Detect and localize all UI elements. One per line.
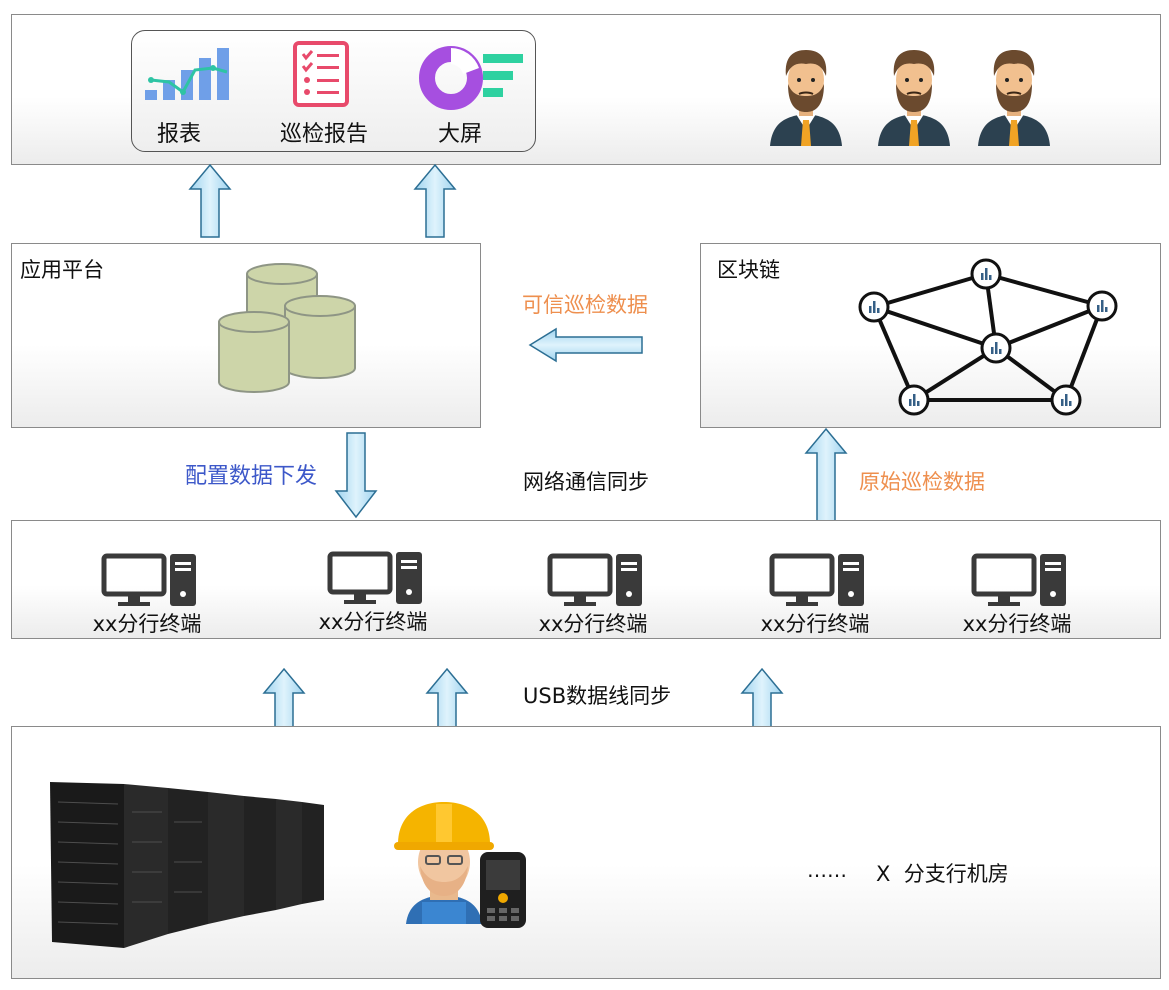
branch-terminal[interactable]: xx分行终端 — [72, 548, 222, 648]
terminal-label: xx分行终端 — [962, 612, 1072, 636]
app-platform-title: 应用平台 — [20, 258, 104, 282]
up-arrow-to-report — [188, 163, 232, 239]
terminal-label: xx分行终端 — [318, 610, 428, 634]
usb-sync-label: USB数据线同步 — [523, 684, 672, 708]
terminal-label: xx分行终端 — [538, 612, 648, 636]
trusted-inspection-data-label: 可信巡检数据 — [522, 293, 648, 317]
up-arrow-raw-data — [804, 427, 848, 522]
manager-avatar-icon — [768, 46, 844, 146]
blockchain-network-icon — [852, 255, 1122, 425]
tool-label-inspection-report[interactable]: 巡检报告 — [280, 122, 369, 147]
manager-avatar-icon — [876, 46, 952, 146]
manager-avatar-icon — [976, 46, 1052, 146]
branch-terminal[interactable]: xx分行终端 — [740, 548, 890, 648]
branch-machine-room-label: X 分支行机房 — [876, 862, 1009, 886]
terminals-panel — [11, 520, 1161, 639]
terminal-label: xx分行终端 — [92, 612, 202, 636]
blockchain-node-icon — [900, 386, 928, 414]
database-cylinders-icon — [218, 263, 356, 393]
network-sync-label: 网络通信同步 — [523, 470, 649, 494]
dashboard-screen-icon — [419, 46, 523, 110]
computer-icon — [740, 548, 890, 608]
branch-terminal[interactable]: xx分行终端 — [518, 548, 668, 648]
branch-terminal[interactable]: xx分行终端 — [942, 548, 1092, 648]
blockchain-node-icon — [1052, 386, 1080, 414]
terminal-label: xx分行终端 — [760, 612, 870, 636]
bar-chart-icon — [145, 48, 229, 100]
blockchain-node-icon — [982, 334, 1010, 362]
left-arrow-trusted-data — [528, 327, 644, 363]
blockchain-node-icon — [860, 293, 888, 321]
blockchain-panel: 区块链 — [700, 243, 1161, 428]
worker-with-handheld-icon — [394, 802, 526, 928]
server-racks-image — [50, 782, 324, 948]
computer-icon — [72, 548, 222, 608]
computer-icon — [942, 548, 1092, 608]
checklist-report-icon — [293, 41, 349, 107]
blockchain-node-icon — [972, 260, 1000, 288]
blockchain-node-icon — [1088, 292, 1116, 320]
ellipsis-text: …… — [807, 858, 847, 882]
config-data-down-label: 配置数据下发 — [185, 464, 318, 489]
down-arrow-config — [334, 431, 378, 519]
blockchain-title: 区块链 — [717, 258, 780, 282]
tool-label-report[interactable]: 报表 — [157, 122, 202, 147]
branch-terminal[interactable]: xx分行终端 — [298, 546, 448, 646]
up-arrow-to-screen — [413, 163, 457, 239]
raw-inspection-data-label: 原始巡检数据 — [859, 470, 985, 494]
tool-label-big-screen[interactable]: 大屏 — [438, 122, 483, 147]
computer-icon — [518, 548, 668, 608]
computer-icon — [298, 546, 448, 606]
